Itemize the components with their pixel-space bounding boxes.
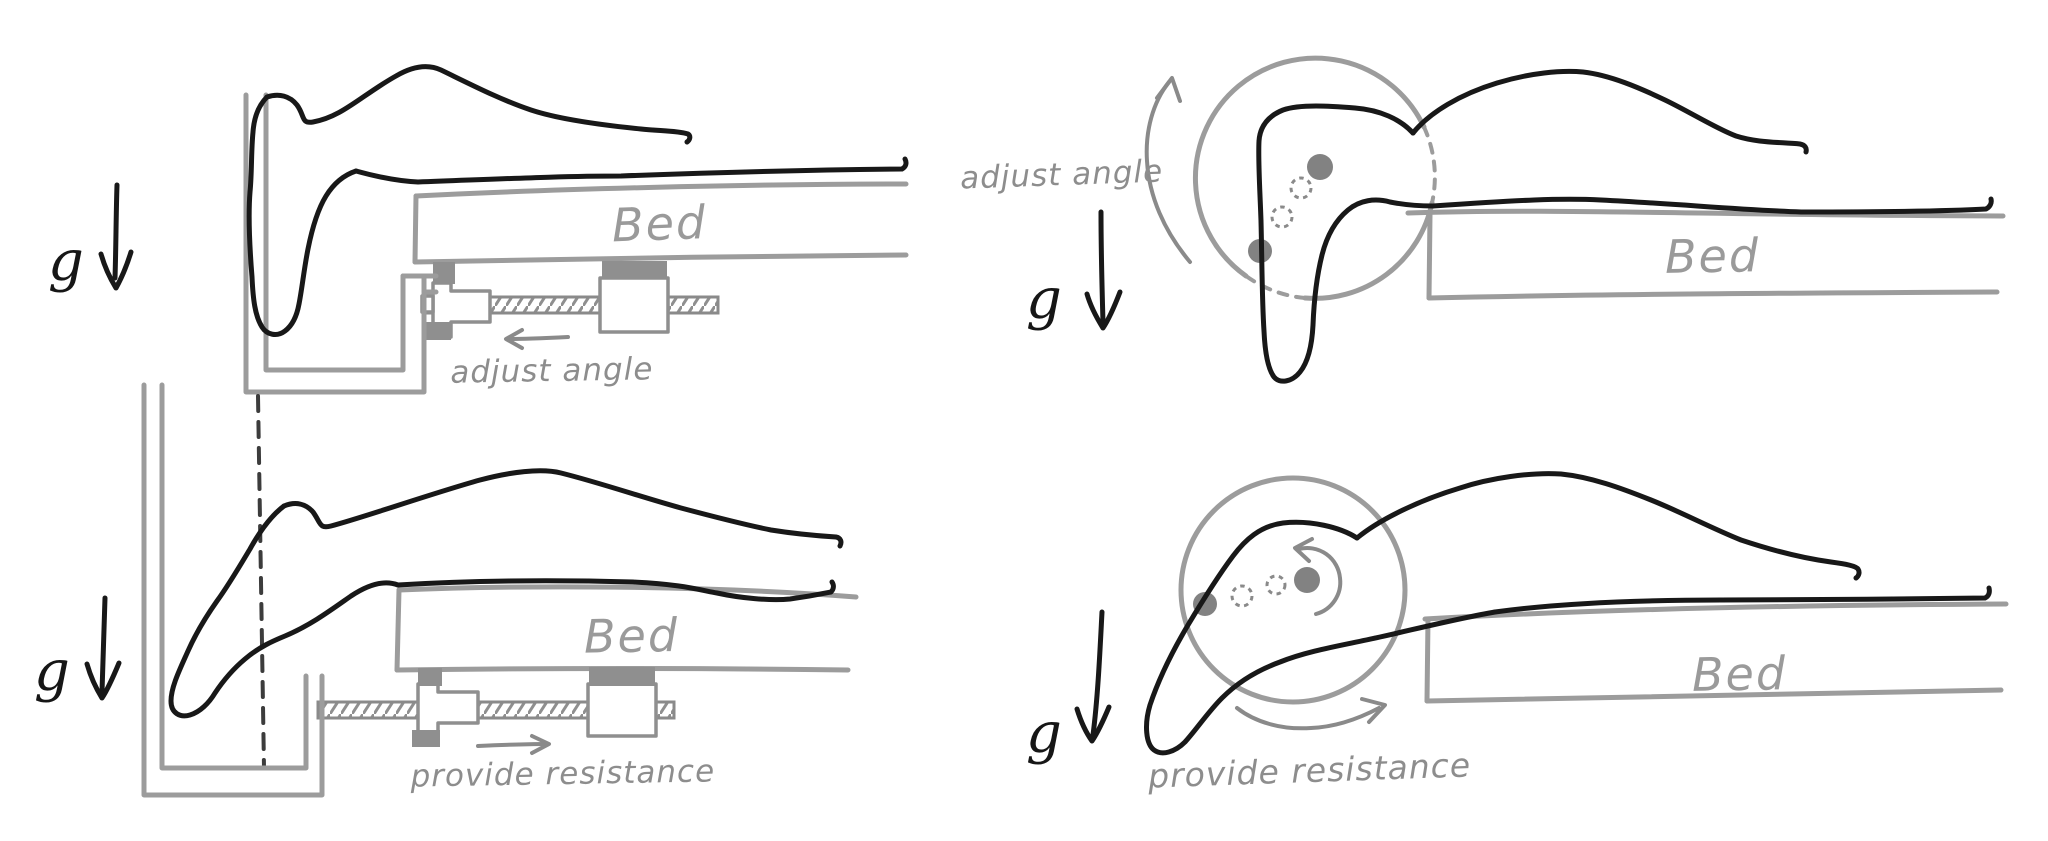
caption: adjust angle [450,351,654,391]
inner-counterclockwise-arrow-icon [1293,537,1343,616]
bed-label: Bed [1692,646,1788,702]
bed: Bed [1422,601,2009,704]
body-lower-outline [1492,585,1992,615]
right-arrow-icon [476,734,551,755]
down-arrow-icon [1084,209,1123,331]
lead-screw-mechanism: provide resistance [316,667,715,795]
pivot-dot [1307,154,1333,180]
disc-edge [1192,55,1427,279]
caption: provide resistance [409,753,715,794]
slider-foot [426,322,451,340]
gravity-label: g [48,229,84,294]
person-body [168,468,844,719]
pivot-hole-dashed [1270,205,1294,229]
pivot-hole-dashed [1265,574,1287,596]
bed-label: Bed [1665,228,1761,284]
counterclockwise-arc-arrow-icon [1144,76,1192,264]
down-arrow-icon [84,595,122,701]
threaded-rod [316,700,676,720]
slider-foot [412,730,440,747]
panel-screw-adjust: g Bed adjust angle [48,64,909,770]
head-outline [1256,103,1436,384]
guide-block-mount [589,667,655,686]
body-upper-outline [264,64,693,145]
person-body [1144,471,1992,756]
pivot-hole-dashed [1289,176,1313,200]
head-outline [168,503,401,719]
guide-block [598,276,670,334]
body-upper-outline [1410,68,1809,155]
bed-label: Bed [583,608,679,664]
panel-disc-adjust: g Bed adjust angle [960,55,2006,384]
bed: Bed [1405,208,2006,301]
left-arrow-icon [504,328,570,350]
lead-screw-mechanism: adjust angle [420,261,720,391]
rotary-disc [1192,55,1437,301]
head-holder-bracket [243,92,439,395]
head-holder-bracket [141,382,325,798]
body-lower-outline [1430,196,1994,215]
caption: provide resistance [1146,745,1471,795]
bed: Bed [412,181,909,265]
bed: Bed [394,584,859,673]
disc-edge-dashed [1422,125,1437,205]
rotary-disc [1178,475,1408,705]
guide-block [586,682,658,738]
pivot-dot [1294,567,1320,593]
gravity-label: g [34,639,70,704]
disc-edge-dashed [1244,274,1307,300]
gravity-label: g [1026,267,1062,332]
down-arrow-icon [1074,609,1112,744]
body-lower-outline [395,578,836,603]
pivot-hole-dashed [1230,584,1254,608]
person-body [1256,68,1994,384]
slider-block [416,682,480,734]
bed-label: Bed [611,195,708,252]
disc-edge [1302,200,1435,301]
body-upper-outline [1354,471,1862,581]
guide-block-mount [602,261,667,279]
disc-edge [1178,475,1408,705]
head-outline [246,94,359,337]
reference-dashed-line [256,394,266,770]
body-lower-outline [353,156,909,185]
slider-mount [433,262,455,284]
person-body [246,64,909,337]
down-arrow-icon [98,182,134,291]
caption: adjust angle [960,153,1164,196]
clockwise-arc-arrow-icon [1235,697,1387,731]
gravity-label: g [1026,701,1062,766]
panel-disc-resist: g Bed provide resistance [1026,471,2009,796]
panel-screw-resist: g Bed provide resistance [34,382,859,798]
body-upper-outline [281,468,844,549]
head-outline [1144,519,1498,756]
slider-mount [418,668,442,686]
